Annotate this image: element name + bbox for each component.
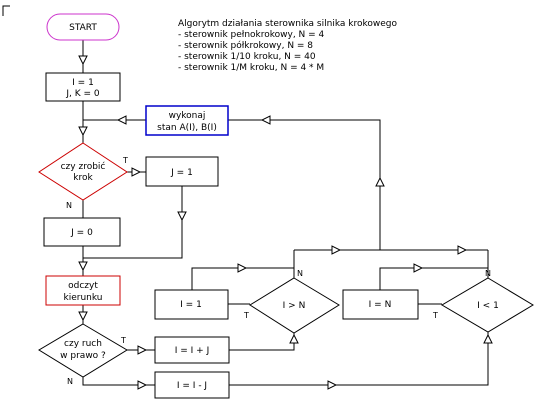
start-label: START	[69, 23, 97, 33]
read-direction-label-1: odczyt	[68, 281, 98, 291]
reset-one-process: I = 1	[154, 289, 229, 320]
execute-label-1: wykonaj	[169, 111, 206, 121]
less-than-one-decision: I < 1	[441, 277, 534, 333]
read-direction-label-2: kierunku	[64, 293, 103, 303]
connectors	[82, 40, 489, 386]
direction-decision-label-2: w prawo ?	[60, 351, 106, 361]
execute-process: wykonaj stan A(I), B(I)	[145, 105, 229, 136]
set-n-label: I = N	[369, 300, 392, 310]
description-title: Algorytm działania sterownika silnika kr…	[178, 19, 397, 29]
set-n-process: I = N	[342, 289, 419, 320]
description-line: - sterownik 1/M kroku, N = 4 * M	[178, 63, 324, 73]
less-than-one-true-label: T	[432, 311, 438, 320]
step-true-label: T	[122, 156, 128, 165]
init-process: I = 1 J, K = 0	[45, 72, 121, 102]
direction-true-label: T	[120, 336, 126, 345]
step-decision: czy zrobić krok	[38, 142, 128, 201]
read-direction-process: odczyt kierunku	[45, 275, 121, 306]
step-decision-label-1: czy zrobić	[61, 161, 106, 172]
description-line: - sterownik pełnokrokowy, N = 4	[178, 30, 325, 40]
direction-false-label: N	[67, 377, 73, 386]
increment-process: I = I + J	[154, 336, 230, 364]
increment-label: I = I + J	[175, 346, 210, 356]
less-than-one-false-label: N	[485, 269, 491, 278]
j-zero-process: J = 0	[43, 217, 121, 247]
j-one-label: J = 1	[170, 168, 193, 178]
reset-one-label: I = 1	[180, 300, 202, 310]
direction-decision-label-1: czy ruch	[64, 339, 102, 349]
step-decision-label-2: krok	[73, 173, 93, 183]
greater-than-n-true-label: T	[243, 311, 249, 320]
less-than-one-label: I < 1	[477, 301, 499, 311]
greater-than-n-false-label: N	[297, 269, 303, 278]
j-zero-label: J = 0	[70, 228, 93, 238]
arrowheads	[78, 55, 493, 390]
init-label-2: J, K = 0	[65, 89, 100, 99]
description-line: - sterownik półkrokowy, N = 8	[178, 40, 313, 51]
greater-than-n-label: I > N	[283, 301, 306, 311]
step-false-label: N	[66, 201, 72, 210]
decrement-label: I = I - J	[177, 381, 207, 391]
execute-label-2: stan A(I), B(I)	[157, 123, 217, 133]
description-block: Algorytm działania sterownika silnika kr…	[178, 19, 397, 73]
decrement-process: I = I - J	[154, 371, 230, 399]
init-label-1: I = 1	[72, 78, 94, 88]
start-node: START	[46, 13, 120, 41]
greater-than-n-decision: I > N	[249, 277, 340, 334]
j-one-process: J = 1	[145, 156, 219, 187]
corner-mark	[2, 5, 10, 16]
description-line: - sterownik 1/10 kroku, N = 40	[178, 52, 316, 62]
direction-decision: czy ruch w prawo ?	[38, 323, 128, 378]
